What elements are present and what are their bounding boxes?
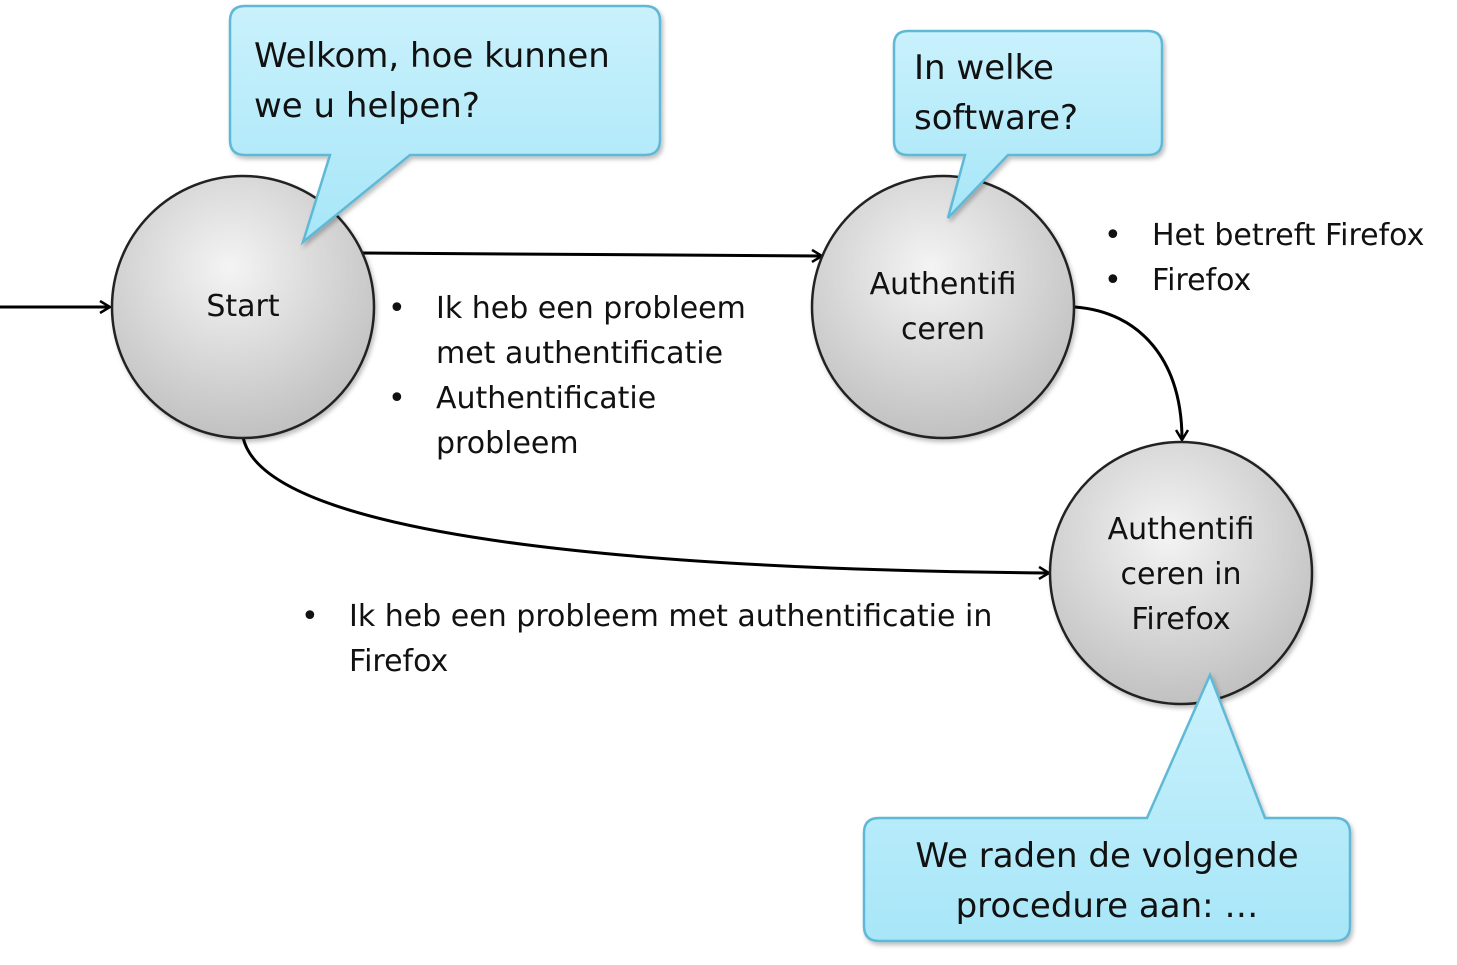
edge-start-to-firefox (241, 436, 1049, 573)
edge-label-item: Ik heb een probleem met authentificatie … (301, 594, 1031, 684)
edge-label-item: Authentificatie probleem (388, 376, 768, 466)
bubble-welcome-line: we u helpen? (254, 86, 480, 126)
node-authentificeren (810, 174, 1076, 440)
edge-auth-to-firefox (1074, 305, 1182, 440)
node-start-label: Start (143, 284, 343, 329)
node-auth-firefox-line: Firefox (1131, 602, 1231, 637)
edge-label-item: Het betreft Firefox (1104, 213, 1449, 258)
edge-label-item: Firefox (1104, 258, 1449, 303)
bubble-procedure-text: We raden de volgende procedure aan: … (864, 831, 1350, 931)
node-auth-line: ceren (900, 312, 986, 347)
node-start-text: Start (206, 289, 280, 324)
bubble-software-line: In welke (914, 48, 1054, 88)
bubble-software-text: In welke software? (914, 43, 1154, 143)
bubble-procedure (862, 671, 1352, 943)
node-authentificeren-firefox (1048, 440, 1314, 706)
edge-label-item: Ik heb een probleem met authentificatie (388, 286, 768, 376)
bubble-welcome (228, 4, 662, 246)
edge-start-to-auth (361, 253, 822, 256)
bubble-procedure-line: procedure aan: … (955, 886, 1259, 926)
edge-label-auth-to-firefox: Het betreft Firefox Firefox (1104, 213, 1449, 303)
node-auth-label: Authentifi ceren (843, 262, 1043, 352)
bubble-software (892, 29, 1164, 219)
bubble-procedure-line: We raden de volgende (915, 836, 1299, 876)
node-auth-firefox-line: ceren in (1120, 557, 1242, 592)
edge-label-start-to-firefox: Ik heb een probleem met authentificatie … (301, 594, 1031, 684)
node-auth-firefox-line: Authentifi (1107, 512, 1255, 547)
bubble-welcome-text: Welkom, hoe kunnen we u helpen? (254, 31, 654, 131)
node-auth-line: Authentifi (869, 267, 1017, 302)
node-start (110, 174, 376, 440)
edge-label-start-to-auth: Ik heb een probleem met authentificatie … (388, 286, 768, 466)
bubble-welcome-line: Welkom, hoe kunnen (254, 36, 610, 76)
bubble-software-line: software? (914, 98, 1079, 138)
node-auth-firefox-label: Authentifi ceren in Firefox (1081, 507, 1281, 642)
